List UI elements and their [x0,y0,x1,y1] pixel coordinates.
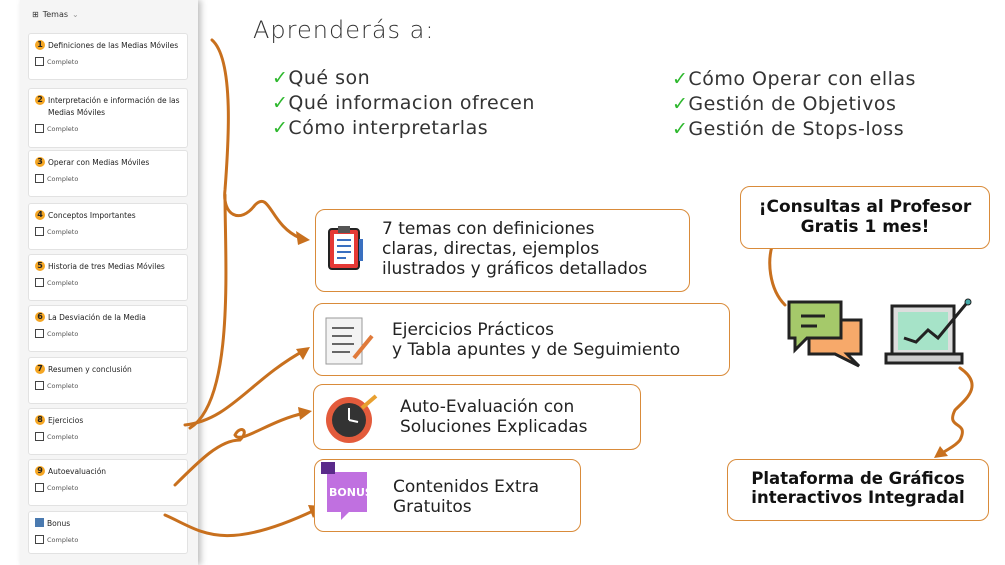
checkmark-icon: ✓ [272,117,289,139]
complete-checkbox[interactable]: Completo [35,174,181,183]
checkbox-icon[interactable] [35,432,44,441]
bonus-badge: BONUS [329,486,373,499]
arrow-to-plataforma [938,366,974,457]
complete-checkbox[interactable]: Completo [35,432,181,441]
learn-item: ✓Gestión de Stops-loss [672,118,905,140]
learn-list-right: ✓Cómo Operar con ellas ✓Gestión de Objet… [672,67,916,142]
laptop-chart-icon [884,298,972,365]
checkbox-icon[interactable] [35,483,44,492]
learn-item: ✓Gestión de Objetivos [672,93,897,115]
learn-item: ✓Cómo Operar con ellas [672,68,916,90]
learn-item: ✓Cómo interpretarlas [272,117,489,139]
grid-icon: ⊞ [32,10,39,19]
topics-header[interactable]: ⊞Temas⌄ [32,10,79,19]
brace-lower [188,193,228,430]
checkbox-icon[interactable] [35,227,44,236]
complete-checkbox[interactable]: Completo [35,227,181,236]
arrow-to-bonus [163,508,317,538]
bonus-icon [35,518,44,527]
topic-title[interactable]: Historia de tres Medias Móviles [48,262,165,271]
checkbox-icon[interactable] [35,381,44,390]
complete-checkbox[interactable]: Completo [35,483,181,492]
number-badge-icon: 6 [35,312,45,322]
topic-title[interactable]: Interpretación e información de las Medi… [48,96,180,117]
topic-title[interactable]: Autoevaluación [48,467,107,476]
topic-title[interactable]: Resumen y conclusión [48,365,132,374]
checkbox-icon[interactable] [35,278,44,287]
topic-title[interactable]: Bonus [47,519,71,528]
checkbox-icon[interactable] [35,329,44,338]
bonus-badge-icon [321,462,367,520]
number-badge-icon: 8 [35,415,45,425]
topics-title: Temas [42,10,69,19]
complete-checkbox[interactable]: Completo [35,57,181,66]
checkbox-icon[interactable] [35,174,44,183]
topic-title[interactable]: La Desviación de la Media [48,313,146,322]
learn-list-left: ✓Qué son ✓Qué informacion ofrecen ✓Cómo … [272,66,535,141]
number-badge-icon: 4 [35,210,45,220]
topic-title[interactable]: Operar con Medias Móviles [48,158,150,167]
checklist-icon [325,317,374,365]
complete-checkbox[interactable]: Completo [35,329,181,338]
checkmark-icon: ✓ [272,92,289,114]
complete-checkbox[interactable]: Completo [35,535,181,544]
arrow-to-exercises [183,348,307,427]
checkmark-icon: ✓ [272,67,289,89]
number-badge-icon: 9 [35,466,45,476]
checkbox-icon[interactable] [35,124,44,133]
checkmark-icon: ✓ [672,118,689,140]
complete-checkbox[interactable]: Completo [35,381,181,390]
number-badge-icon: 7 [35,364,45,374]
complete-checkbox[interactable]: Completo [35,278,181,287]
arrow-to-eval [173,411,307,487]
checkbox-icon[interactable] [35,535,44,544]
number-badge-icon: 1 [35,40,45,50]
chevron-down-icon: ⌄ [72,10,79,19]
clipboard-icon [328,226,363,270]
brace-arrow [210,38,302,240]
topic-title[interactable]: Definiciones de las Medias Móviles [48,41,179,50]
checkmark-icon: ✓ [672,68,689,90]
number-badge-icon: 5 [35,261,45,271]
learn-heading: Aprenderás a: [253,16,435,44]
topic-title[interactable]: Ejercicios [48,416,84,425]
number-badge-icon: 3 [35,157,45,167]
chat-bubbles-icon [787,300,863,368]
topic-title[interactable]: Conceptos Importantes [48,211,136,220]
complete-checkbox[interactable]: Completo [35,124,181,133]
learn-item: ✓Qué informacion ofrecen [272,92,535,114]
number-badge-icon: 2 [35,95,45,105]
learn-item: ✓Qué son [272,67,371,89]
checkmark-icon: ✓ [672,93,689,115]
checkbox-icon[interactable] [35,57,44,66]
clock-icon [326,394,378,443]
